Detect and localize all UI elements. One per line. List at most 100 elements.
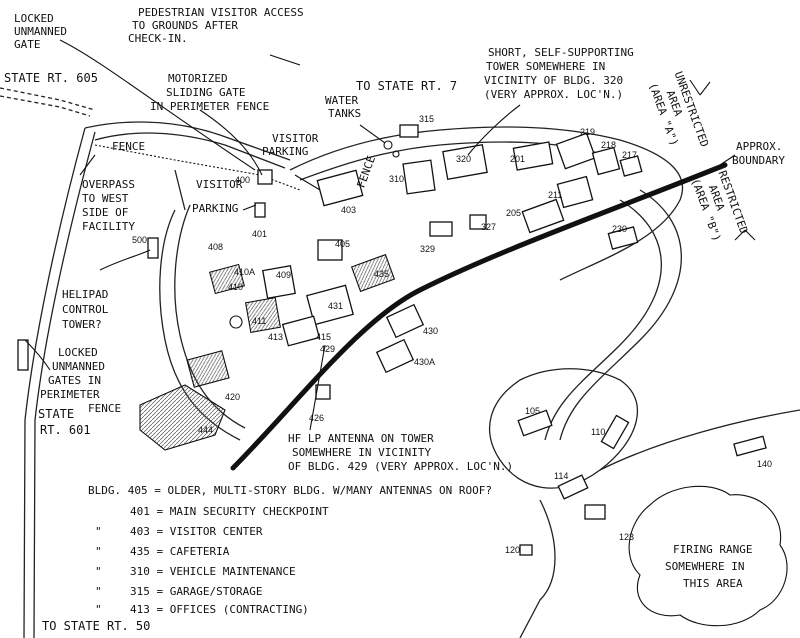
road-rt605 (0, 87, 96, 111)
bldg-230-label: 230 (612, 224, 627, 234)
bldg-211-shape (556, 175, 594, 209)
road-to-rt7-b (94, 132, 286, 169)
road-main-loop (289, 126, 684, 281)
bldg-114-label: 114 (554, 471, 568, 481)
note-fence-2: FENCE (354, 154, 378, 190)
bldg-426-label: 426 (309, 413, 324, 423)
buildings-layer (17, 124, 767, 556)
legend-line-413: 413 = OFFICES (CONTRACTING) (130, 603, 309, 616)
legend-line-403: 403 = VISITOR CENTER (130, 525, 263, 538)
bldg-500-shape (147, 237, 159, 259)
bldg-409-shape (262, 265, 296, 299)
bldg-405-shape (317, 239, 343, 261)
legend: BLDG. 405 = OLDER, MULTI-STORY BLDG. W/M… (88, 484, 492, 616)
bldg-205-shape (521, 198, 565, 234)
bldg-430-shape (385, 303, 425, 339)
note-locked-gate: LOCKED UNMANNED GATE (14, 12, 74, 51)
note-fence-3: FENCE (88, 402, 121, 415)
bldg-140-label: 140 (757, 459, 772, 469)
bldg-420-shape (186, 350, 230, 388)
legend-line-315: 315 = GARAGE/STORAGE (130, 585, 262, 598)
bldg-426-shape (315, 384, 331, 400)
bldg-201-label: 201 (510, 154, 525, 164)
bldg-310-shape (402, 159, 436, 195)
leader-restricted-arrow (734, 229, 756, 241)
legend-ditto-435: " (95, 545, 102, 558)
bldg-410A-label: 410A (234, 267, 255, 277)
bldg-120-label: 120 (505, 545, 520, 555)
bldg-120-shape (519, 544, 533, 556)
leader-locked-gate (59, 39, 256, 171)
bldg-444-label: 444 (198, 425, 213, 435)
bldg-430A-label: 430A (414, 357, 435, 367)
bldg-329-label: 329 (420, 244, 435, 254)
bldg-205-label: 205 (506, 208, 521, 218)
label-to-state-rt-50: TO STATE RT. 50 (42, 619, 150, 633)
note-hf-antenna: HF LP ANTENNA ON TOWER SOMEWHERE IN VICI… (288, 432, 513, 473)
leader-lines (24, 39, 756, 431)
bldg-444-shape (139, 384, 226, 451)
bldg-500-label: 500 (132, 235, 147, 245)
road-rt601-west (23, 127, 86, 638)
note-visitor-parking-1: VISITOR PARKING (262, 132, 325, 158)
bldg-315-label: 315 (419, 114, 434, 124)
legend-line-401: 401 = MAIN SECURITY CHECKPOINT (130, 505, 329, 518)
bldg-327-label: 327 (481, 222, 496, 232)
note-fence-1: FENCE (112, 140, 145, 153)
water-tank-2 (392, 150, 400, 158)
firing-range-cloud (628, 485, 788, 627)
bldg-110-label: 110 (591, 427, 605, 437)
bldg-201-shape (512, 141, 554, 171)
leader-hf (309, 344, 326, 431)
bldg-219-shape (555, 132, 597, 170)
leader-visitor-parking-1 (294, 174, 321, 191)
note-motorized-gate: MOTORIZED SLIDING GATE IN PERIMETER FENC… (150, 72, 269, 113)
road-east (599, 409, 800, 471)
bldg-401-label: 401 (252, 229, 267, 239)
bldg-413-shape (281, 315, 321, 347)
road-rt605-b (0, 95, 91, 117)
note-helipad: HELIPAD CONTROL TOWER? (62, 288, 115, 331)
bldg-403-label: 403 (341, 205, 356, 215)
water-tank-1 (383, 140, 393, 150)
bldg-403-shape (316, 169, 364, 207)
legend-ditto-413: " (95, 603, 102, 616)
leader-overpass (79, 154, 96, 176)
legend-line-435: 435 = CAFETERIA (130, 545, 230, 558)
note-water-tanks: WATER TANKS (325, 94, 365, 120)
bldg-218-label: 218 (601, 140, 616, 150)
label-state-rt-601: STATE RT. 601 (38, 407, 91, 437)
legend-ditto-403: " (95, 525, 102, 538)
bldg-105-shape (517, 409, 553, 437)
bldg-217-shape (619, 155, 643, 177)
bldg-123-label: 123 (619, 532, 634, 542)
road-rt601-east (33, 131, 96, 638)
bldg-435-label: 435 (374, 269, 389, 279)
bldg-435-shape (350, 253, 396, 293)
bldg-105-label: 105 (525, 406, 540, 416)
bldg-320-label: 320 (456, 154, 471, 164)
leader-motorized (199, 109, 263, 176)
bldg-408-label: 408 (208, 242, 223, 252)
bldg-431-shape (306, 284, 354, 326)
restricted-boundary (230, 162, 728, 471)
bldg-140-shape (733, 435, 767, 457)
bldg-411-label: 411 (252, 316, 266, 326)
leader-pedestrian (269, 54, 301, 66)
leader-unrestricted-arrow (689, 79, 711, 96)
gate-left (17, 339, 29, 371)
legend-ditto-315: " (95, 585, 102, 598)
bldg-329-shape (429, 221, 453, 237)
bldg-219-label: 219 (580, 127, 595, 137)
bldg-218-shape (591, 146, 621, 176)
bldg-401-shape (254, 202, 266, 218)
bldg-230-shape (607, 226, 639, 250)
road-southeast (519, 499, 556, 638)
roads-layer (0, 87, 800, 638)
bldg-430-label: 430 (423, 326, 438, 336)
note-firing-range: FIRING RANGE SOMEWHERE IN THIS AREA (665, 543, 759, 590)
legend-line-310: 310 = VEHICLE MAINTENANCE (130, 565, 296, 578)
building-labels: 315 320 310 219 218 217 201 211 205 327 … (132, 114, 772, 555)
perimeter-fence (94, 144, 301, 191)
